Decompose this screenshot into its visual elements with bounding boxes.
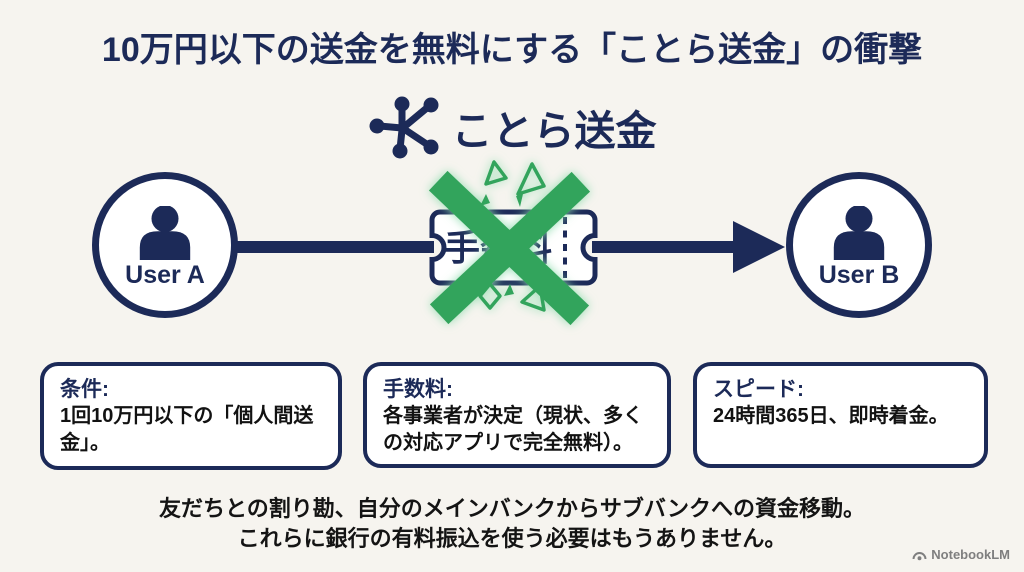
footer-line-1: 友だちとの割り勘、自分のメインバンクからサブバンクへの資金移動。 [159, 496, 865, 521]
user-a-label: User A [125, 261, 205, 289]
info-box-fee: 手数料: 各事業者が決定（現状、多くの対応アプリで完全無料）。 [363, 362, 671, 468]
info-box-speed: スピード: 24時間365日、即時着金。 [693, 362, 988, 468]
cross-out-x-icon [428, 160, 591, 326]
info-box-condition: 条件: 1回10万円以下の「個人間送金」。 [40, 362, 342, 470]
transfer-line-left [236, 241, 434, 253]
info-box-condition-label: 条件: [60, 378, 109, 401]
notebooklm-icon [912, 552, 927, 561]
info-box-condition-body: 1回10万円以下の「個人間送金」。 [60, 405, 314, 455]
footer-line-2: これらに銀行の有料振込を使う必要はもうありません。 [237, 525, 787, 551]
page-title: 10万円以下の送金を無料にする「ことら送金」の衝撃 [101, 31, 923, 69]
user-a-badge: User A [92, 172, 238, 318]
user-b-label: User B [818, 261, 900, 289]
info-box-speed-body: 24時間365日、即時着金。 [713, 405, 949, 428]
info-box-speed-label: スピード: [713, 378, 804, 401]
info-box-fee-body: 各事業者が決定（現状、多くの対応アプリで完全無料）。 [383, 405, 643, 455]
footer-note: 友だちとの割り勘、自分のメインバンクからサブバンクへの資金移動。 これらに銀行の… [0, 494, 1024, 553]
kotora-logo: ことら送金 [0, 94, 1024, 160]
notebooklm-watermark: NotebookLM [912, 547, 1010, 562]
notebooklm-label: NotebookLM [931, 547, 1010, 562]
kotora-logo-text: ことら送金 [451, 108, 657, 154]
user-b-badge: User B [786, 172, 932, 318]
transfer-line-right [592, 241, 740, 253]
person-icon [139, 206, 191, 260]
person-icon [833, 206, 885, 260]
info-box-fee-label: 手数料: [383, 378, 453, 401]
fee-ticket-crossed-out: 手数料 [428, 160, 598, 326]
arrow-head-icon [733, 221, 785, 273]
kotora-logo-icon [369, 96, 438, 159]
